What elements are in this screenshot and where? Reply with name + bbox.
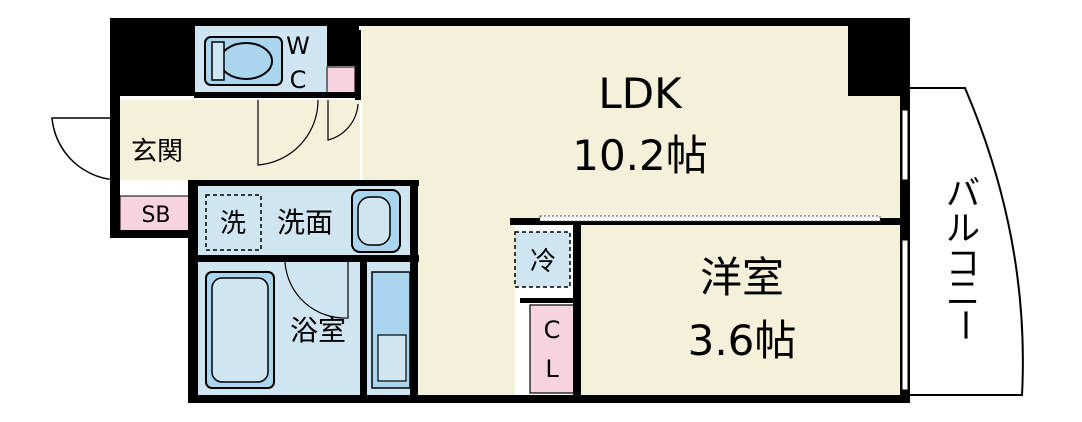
washer-label: 洗 xyxy=(220,209,246,239)
bath-label: 浴室 xyxy=(290,314,346,347)
entrance-door-swing xyxy=(51,117,121,181)
bath-cabinet-panel xyxy=(377,334,407,382)
bath-door-swing xyxy=(284,261,349,319)
ldk-name: LDK xyxy=(598,69,683,118)
balcony-char-3: コ xyxy=(946,244,980,284)
balcony-outline xyxy=(908,87,1024,396)
washer-pan xyxy=(205,194,262,251)
toilet-label-w: W xyxy=(286,32,310,60)
closet-label-c: C xyxy=(544,316,561,344)
bathtub-inner xyxy=(211,277,269,383)
ldk-window xyxy=(901,109,909,181)
closet-area xyxy=(529,304,576,394)
storage-door-swing xyxy=(327,100,359,141)
closet-label-l: L xyxy=(545,355,559,383)
balcony-char-2: ル xyxy=(946,209,980,249)
ldk-size: 10.2帖 xyxy=(572,131,708,180)
balcony-char-4: ニ xyxy=(946,274,980,314)
balcony-char-5: ー xyxy=(944,308,984,342)
toilet-tank xyxy=(211,41,225,81)
shoe-box-area xyxy=(119,195,193,232)
western-size: 3.6帖 xyxy=(688,316,797,365)
wash-basin-bowl xyxy=(357,196,391,246)
entrance-label: 玄関 xyxy=(131,137,183,167)
toilet-door-swing xyxy=(257,99,319,166)
western-window xyxy=(901,239,909,391)
western-room-floor xyxy=(580,225,905,395)
fridge-label: 冷 xyxy=(530,247,556,277)
shoe-box-label: SB xyxy=(141,203,170,228)
western-name: 洋室 xyxy=(700,253,784,302)
balcony-char-1: バ xyxy=(946,174,980,214)
entrance-floor xyxy=(120,100,360,180)
fridge-space xyxy=(514,231,571,288)
corridor-floor xyxy=(415,180,515,395)
walls xyxy=(110,18,910,403)
sliding-door xyxy=(539,215,881,222)
toilet-bowl xyxy=(219,42,273,80)
washroom-label: 洗面 xyxy=(277,206,333,239)
toilet-label-c: C xyxy=(290,66,307,94)
